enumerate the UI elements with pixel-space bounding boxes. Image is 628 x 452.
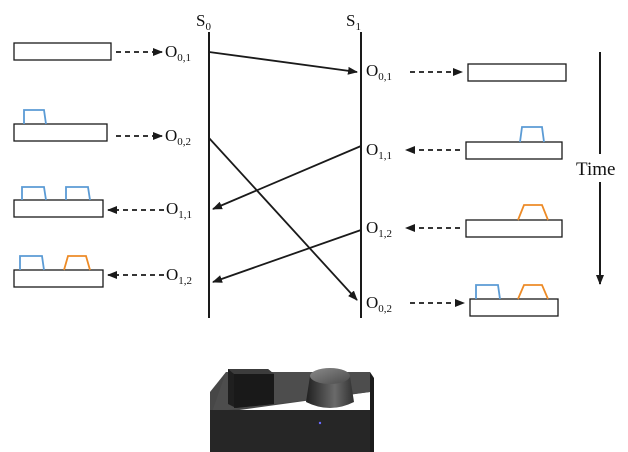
doc-state-right-1 <box>467 63 567 82</box>
site-label-s0: S0 <box>196 11 211 33</box>
doc-state-right-2 <box>465 126 563 160</box>
op-label-s0-o02: O0,2 <box>165 126 191 148</box>
doc-state-left-1 <box>13 42 112 61</box>
site-label-s1: S1 <box>346 11 361 33</box>
doc-state-left-2 <box>13 109 108 142</box>
op-label-s0-o01: O0,1 <box>165 42 191 64</box>
doc-state-left-4 <box>13 255 104 288</box>
op-label-s1-o12: O1,2 <box>366 218 392 240</box>
message-o12-s1-to-s0 <box>212 229 362 283</box>
doc-state-left-3 <box>13 186 104 218</box>
time-label-bg <box>572 154 628 182</box>
op-label-s1-o02: O0,2 <box>366 293 392 315</box>
time-label: Time <box>576 159 615 180</box>
message-o02-s0-to-s1 <box>208 137 358 301</box>
doc-state-right-3 <box>465 204 563 238</box>
message-o11-s1-to-s0 <box>212 145 362 210</box>
op-label-s1-o11: O1,1 <box>366 140 392 162</box>
rendered-3d-part <box>210 368 374 452</box>
op-label-s1-o01: O0,1 <box>366 61 392 83</box>
op-label-s0-o11: O1,1 <box>166 199 192 221</box>
op-label-s0-o12: O1,2 <box>166 265 192 287</box>
doc-state-right-4 <box>469 284 559 317</box>
message-o01-s0-to-s1 <box>208 51 358 75</box>
